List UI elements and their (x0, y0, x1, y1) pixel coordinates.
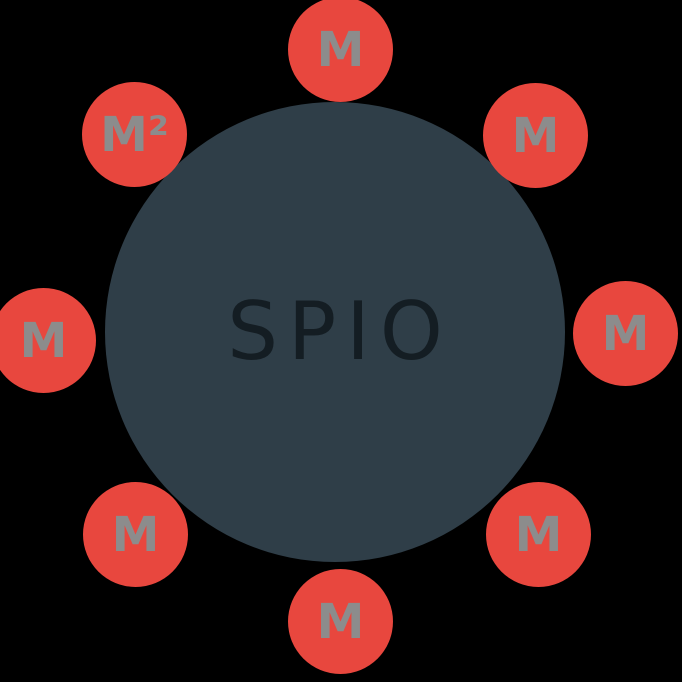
satellite-node-bottom: M (288, 569, 393, 674)
satellite-node-top-left: M² (82, 82, 187, 187)
satellite-node-bottom-right: M (486, 482, 591, 587)
satellite-label: M (111, 506, 160, 563)
satellite-node-bottom-left: M (83, 482, 188, 587)
hub-title: SPIO (227, 285, 453, 378)
satellite-label: M (19, 312, 68, 369)
satellite-node-top-right: M (483, 83, 588, 188)
satellite-node-top: M (288, 0, 393, 102)
satellite-node-right: M (573, 281, 678, 386)
satellite-node-left: M (0, 288, 96, 393)
satellite-label: M (601, 305, 650, 362)
satellite-label: M (316, 593, 365, 650)
satellite-label: M (316, 21, 365, 78)
satellite-label: M (514, 506, 563, 563)
satellite-label: M² (100, 106, 169, 163)
satellite-label: M (511, 107, 560, 164)
hub-circle: SPIO (105, 102, 565, 562)
